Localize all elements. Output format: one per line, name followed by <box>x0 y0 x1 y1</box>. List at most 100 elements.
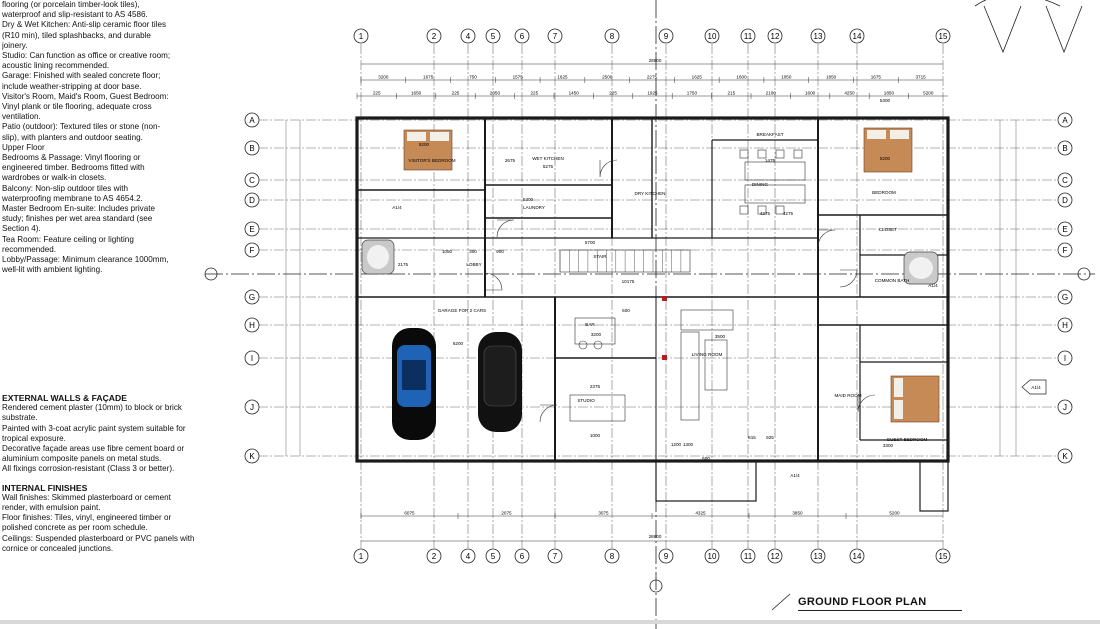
room-label: WET KITCHEN <box>532 156 564 161</box>
external-heading: EXTERNAL WALLS & FAÇADE <box>2 393 127 403</box>
stair <box>559 249 691 273</box>
room-dimension: 5200 <box>880 156 891 161</box>
grid-label: 1 <box>359 32 364 41</box>
grid-bubble <box>353 548 369 564</box>
grid-bubble <box>767 548 783 564</box>
note-line: Master Bedroom En-suite: Includes privat… <box>2 204 155 214</box>
note-line: (R10 min), tiled splashbacks, and durabl… <box>2 30 151 40</box>
bar-counter <box>574 317 616 350</box>
grid-label: E <box>249 225 254 234</box>
grid-bubble <box>1057 350 1073 366</box>
internal-note-line: polished concrete as per room schedule. <box>2 523 148 533</box>
note-line: Garage: Finished with sealed concrete fl… <box>2 71 161 81</box>
room-dimension: 3200 <box>591 332 602 337</box>
grid-bubble <box>244 192 260 208</box>
grid-bubble <box>810 28 826 44</box>
room-label: STAIR <box>593 254 607 259</box>
dimension-text: 1600 <box>736 75 747 80</box>
grid-label: K <box>1062 452 1068 461</box>
room-label: MAID ROOM <box>834 393 861 398</box>
grid-label: B <box>1062 144 1067 153</box>
grid-label: 12 <box>771 32 780 41</box>
dimension-text: 1850 <box>884 91 895 96</box>
room-label: COMMON BATH <box>875 278 910 283</box>
room-label: STUDIO <box>577 398 595 403</box>
grid-label: B <box>249 144 254 153</box>
room-dimension: 5300 <box>880 98 891 103</box>
dimension-text: 1850 <box>826 75 837 80</box>
external-notes: Rendered cement plaster (10mm) to block … <box>2 403 242 474</box>
note-line: Dry & Wet Kitchen: Anti-slip ceramic flo… <box>2 20 167 30</box>
grid-bubble <box>244 221 260 237</box>
grid-label: 11 <box>744 552 753 561</box>
internal-note-line: Wall finishes: Skimmed plasterboard or c… <box>2 492 171 502</box>
external-note-line: tropical exposure. <box>2 433 66 443</box>
note-line: well-lit with ambient lighting. <box>2 265 103 275</box>
note-line: engineered timber. Bedrooms fitted with <box>2 163 145 173</box>
grid-bubble <box>1057 192 1073 208</box>
room-dimension: 300 <box>469 249 477 254</box>
grid-bubble <box>244 317 260 333</box>
dimension-text: 3200 <box>378 75 389 80</box>
room-dimension: 815 <box>748 435 756 440</box>
room-dimension: 5300 <box>523 197 534 202</box>
dimension-text: 1625 <box>557 75 568 80</box>
grid-label: 5 <box>491 32 496 41</box>
dimension-text: 1050 <box>781 75 792 80</box>
dimension-text: 5200 <box>889 511 900 516</box>
grid-label: H <box>1062 321 1068 330</box>
internal-heading: INTERNAL FINISHES <box>2 482 88 493</box>
grid-label: 12 <box>771 552 780 561</box>
room-label: GARAGE FOR 2 CARS <box>438 308 487 313</box>
grid-bubble <box>514 28 530 44</box>
external-note-line: Painted with 3-coat acrylic paint system… <box>2 423 186 433</box>
dimension-text: 750 <box>469 75 477 80</box>
note-line: Balcony: Non-slip outdoor tiles with <box>2 183 128 193</box>
grid-label: 13 <box>814 552 823 561</box>
room-dimension: 2375 <box>590 384 601 389</box>
note-line: flooring (or porcelain timber-look tiles… <box>2 0 140 9</box>
footer-rule <box>0 620 1100 624</box>
grid-bubble <box>353 28 369 44</box>
elevation-tag: A1/4 <box>928 283 938 288</box>
grid-label: 10 <box>708 552 717 561</box>
plan-title-text: GROUND FLOOR PLAN <box>798 596 927 608</box>
grid-label: J <box>1063 403 1067 412</box>
grid-label: 2 <box>432 552 437 561</box>
grid-label: 11 <box>744 32 753 41</box>
grid-bubble <box>740 28 756 44</box>
grid-label: 15 <box>939 552 948 561</box>
room-label: DRY KITCHEN <box>635 191 666 196</box>
bathtub-left <box>361 239 395 275</box>
room-dimension: 2675 <box>505 158 516 163</box>
dining-set <box>739 149 806 215</box>
grid-label: 6 <box>520 552 525 561</box>
room-dimension: 4275 <box>783 211 794 216</box>
dimension-text: 225 <box>530 91 538 96</box>
external-note-line: All fixings corrosion-resistant (Class 3… <box>2 464 175 474</box>
overall-dimension: 28800 <box>649 534 662 539</box>
grid-bubble <box>849 548 865 564</box>
grid-bubble <box>485 28 501 44</box>
note-line: Section 4). <box>2 224 41 234</box>
grid-label: 8 <box>610 552 615 561</box>
note-line: include weather-stripping at door base. <box>2 81 142 91</box>
internal-note-line: Ceilings: Suspended plasterboard or PVC … <box>2 533 195 543</box>
note-line: Tea Room: Feature ceiling or lighting <box>2 234 134 244</box>
room-label: VISITOR'S BEDROOM <box>408 158 455 163</box>
section-marker-left <box>204 267 218 281</box>
room-label: LAUNDRY <box>523 205 545 210</box>
room-dimension: 3500 <box>715 334 726 339</box>
room-dimension: 5275 <box>543 164 554 169</box>
dimension-text: 2050 <box>490 91 501 96</box>
room-labels: VISITOR'S BEDROOM WET KITCHEN LAUNDRY DRY K… <box>408 132 927 442</box>
bed-master <box>863 127 913 173</box>
grid-bubble <box>935 548 951 564</box>
grid-bubble <box>244 350 260 366</box>
note-line: Upper Floor <box>2 142 45 152</box>
dimension-text: 4250 <box>844 91 855 96</box>
room-dimension: 925 <box>766 435 774 440</box>
